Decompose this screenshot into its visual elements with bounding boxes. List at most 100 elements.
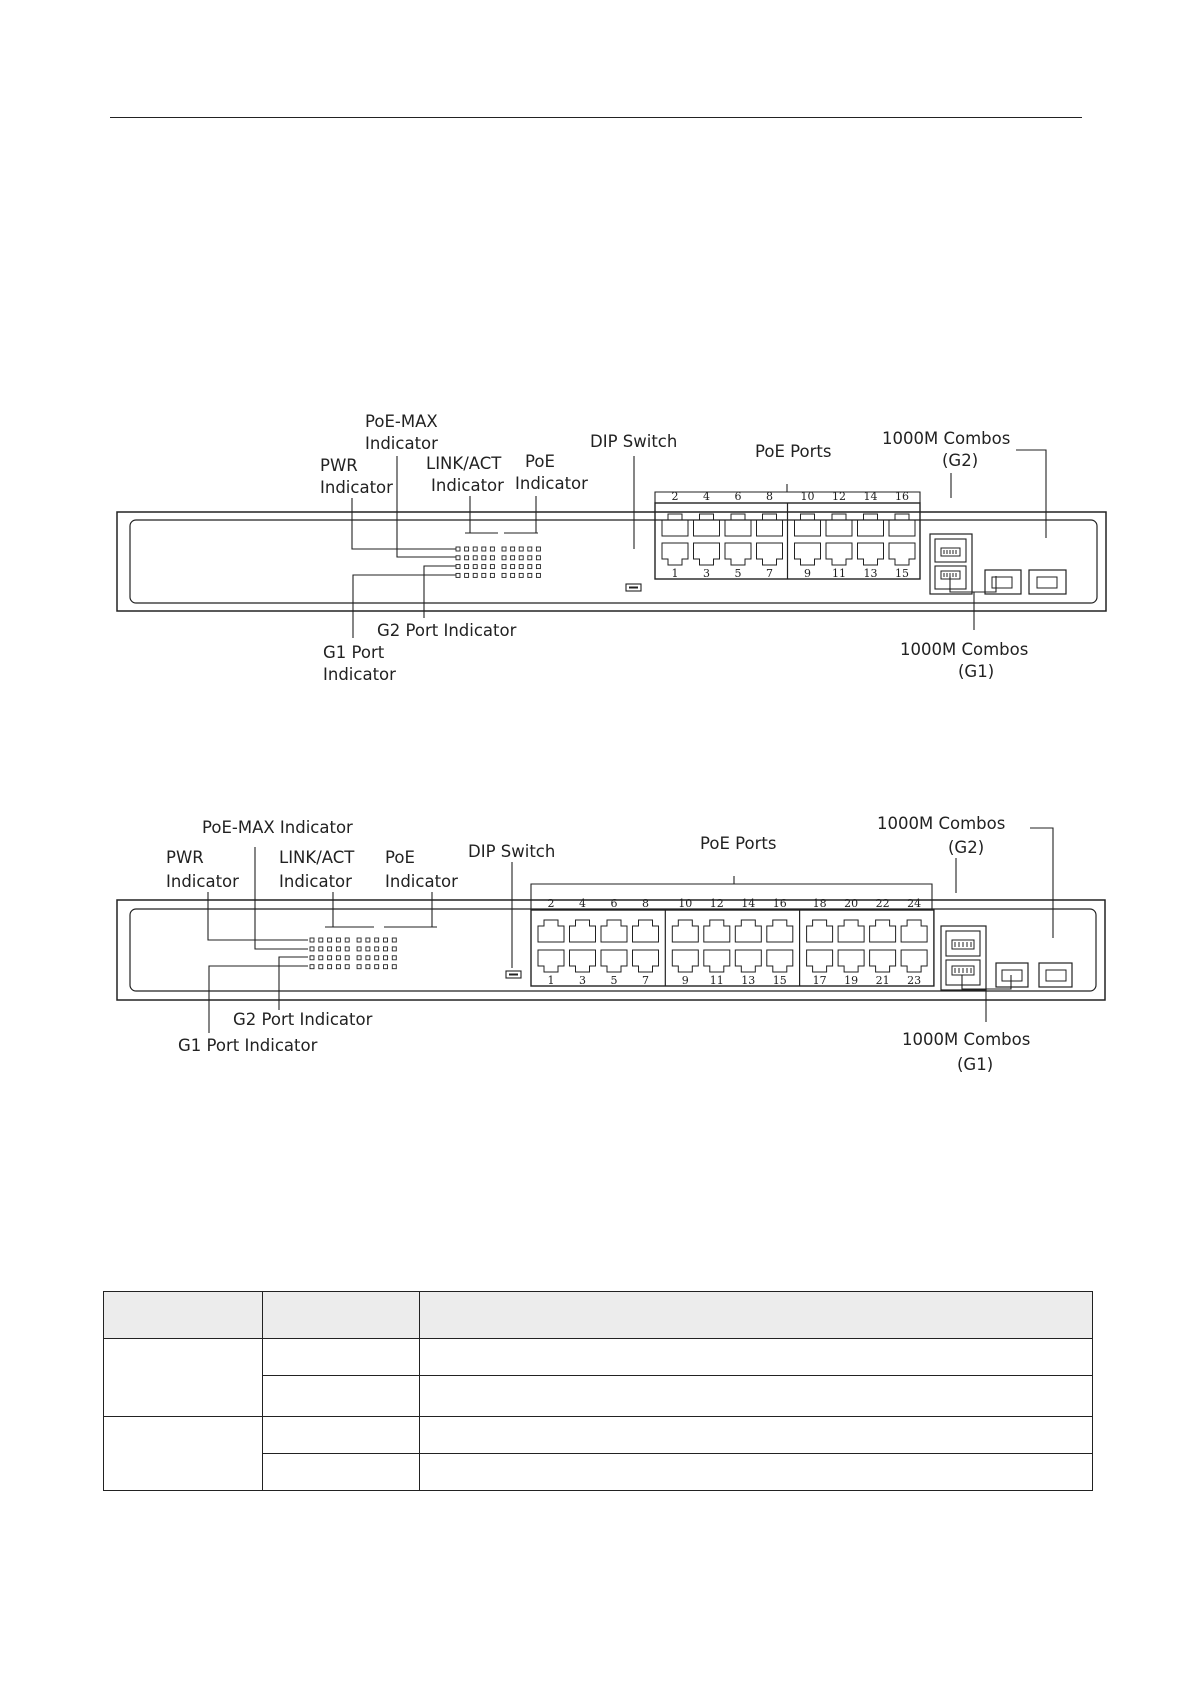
table-group-cell (103, 1338, 263, 1417)
label-combo-g1-line2: (G1) (957, 1055, 993, 1074)
led-indicator (527, 546, 533, 552)
led-indicator (309, 964, 315, 970)
led-indicator (344, 946, 350, 952)
label-combo-g1-line1: 1000M Combos (900, 640, 1028, 659)
label-combo-g1-line1: 1000M Combos (902, 1030, 1030, 1049)
label-pwr-line2: Indicator (320, 478, 393, 497)
led-indicator (489, 572, 495, 578)
led-indicator (318, 955, 324, 961)
led-indicator (481, 555, 487, 561)
led-indicator (335, 946, 341, 952)
sfp-slot-g1 (984, 569, 1022, 595)
led-indicator (510, 546, 516, 552)
dip-switch (625, 583, 642, 592)
port-number-bottom: 21 (876, 974, 890, 987)
label-g1-port: G1 Port Indicator (178, 1036, 318, 1055)
led-indicator (335, 937, 341, 943)
led-indicator (374, 937, 380, 943)
led-indicator (481, 572, 487, 578)
led-indicator (455, 555, 461, 561)
led-indicator (518, 555, 524, 561)
led-indicator (383, 946, 388, 952)
led-indicator (464, 555, 470, 561)
label-poe-max: PoE-MAX Indicator (202, 818, 353, 837)
leader-lines (207, 827, 1054, 1033)
led-indicator (356, 937, 362, 943)
rj45-port-bottom (900, 949, 928, 973)
rj45-port-bottom (537, 949, 565, 973)
port-number-bottom: 11 (710, 974, 724, 987)
led-indicator (510, 564, 516, 570)
table-cell (262, 1416, 420, 1454)
led-indicator (356, 955, 362, 961)
label-pwr-line2: Indicator (166, 872, 239, 891)
led-indicator (501, 564, 507, 570)
led-indicator (374, 946, 380, 952)
port-number-top: 12 (832, 490, 846, 503)
port-number-bottom: 7 (766, 567, 773, 580)
port-number-bottom: 3 (579, 974, 586, 987)
label-combo-g2-line2: (G2) (948, 838, 984, 857)
port-number-bottom: 9 (682, 974, 689, 987)
port-number-top: 14 (741, 897, 755, 910)
port-number-top: 8 (642, 897, 649, 910)
port-number-top: 24 (907, 897, 921, 910)
rj45-port-bottom (693, 542, 720, 566)
led-indicator (383, 964, 388, 970)
port-number-top: 14 (864, 490, 878, 503)
led-indicator (481, 564, 487, 570)
port-number-top: 16 (895, 490, 909, 503)
port-number-top: 16 (773, 897, 787, 910)
label-poe-line1: PoE (525, 452, 555, 471)
port-number-bottom: 17 (813, 974, 827, 987)
table-cell (419, 1338, 1093, 1376)
led-indicator (489, 564, 495, 570)
led-indicator (318, 937, 324, 943)
combo-copper-housing (929, 533, 973, 595)
rj45-port-top (734, 919, 762, 943)
label-combo-g2-line1: 1000M Combos (877, 814, 1005, 833)
led-indicator (309, 955, 315, 961)
port-number-bottom: 15 (895, 567, 909, 580)
label-combo-g1-line2: (G1) (958, 662, 994, 681)
led-indicator-grid (309, 937, 397, 970)
led-indicator (383, 937, 388, 943)
led-indicator (318, 964, 324, 970)
led-indicator (518, 572, 524, 578)
label-link-act-line1: LINK/ACT (279, 848, 355, 867)
led-indicator (481, 546, 487, 552)
rj45-port-bottom (661, 542, 689, 566)
led-indicator (472, 555, 478, 561)
port-number-bottom: 23 (907, 974, 921, 987)
led-indicator (374, 955, 380, 961)
port-number-top: 2 (672, 490, 679, 503)
led-indicator (510, 555, 516, 561)
led-indicator (391, 946, 397, 952)
label-poe-max-line2: Indicator (365, 434, 438, 453)
combo-copper-port-g2 (934, 538, 967, 563)
rj45-port-top (825, 513, 853, 537)
led-indicator (344, 937, 350, 943)
rj45-port-top (569, 919, 596, 943)
sfp-slot-g2 (1038, 962, 1073, 988)
label-link-act-line2: Indicator (431, 476, 504, 495)
port-number-top: 10 (678, 897, 692, 910)
led-indicator (356, 964, 362, 970)
sfp-slot-g1 (995, 962, 1029, 988)
rj45-port-bottom (888, 542, 916, 566)
rj45-port-bottom (703, 949, 731, 973)
port-number-top: 6 (735, 490, 742, 503)
rj45-port-bottom (734, 949, 762, 973)
led-indicator (356, 946, 362, 952)
rj45-port-top (806, 919, 834, 943)
label-combo-g2-line1: 1000M Combos (882, 429, 1010, 448)
label-poe-max-line1: PoE-MAX (365, 412, 438, 431)
rj45-port-top (900, 919, 928, 943)
led-indicator (327, 946, 333, 952)
port-number-bottom: 13 (864, 567, 878, 580)
port-number-bottom: 3 (703, 567, 710, 580)
rj45-port-bottom (632, 949, 659, 973)
switch-chassis-inner (129, 519, 1098, 604)
